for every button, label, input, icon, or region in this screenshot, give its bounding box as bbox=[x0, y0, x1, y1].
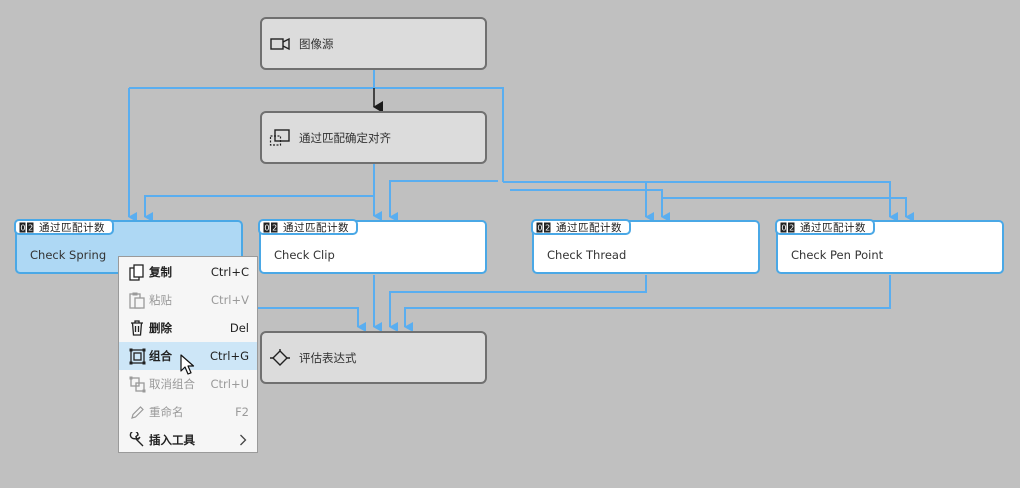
wire-source-bus bbox=[128, 70, 504, 216]
ungroup-icon bbox=[128, 375, 146, 393]
wire-source-clip bbox=[503, 181, 654, 222]
svg-text:0: 0 bbox=[781, 223, 786, 232]
menu-item-ungroup[interactable]: 取消组合 Ctrl+U bbox=[119, 370, 257, 398]
menu-item-copy[interactable]: 复制 Ctrl+C bbox=[119, 258, 257, 286]
camera-icon bbox=[269, 35, 291, 53]
expression-icon bbox=[269, 348, 291, 367]
wire-align-spring bbox=[144, 195, 374, 222]
svg-text:2: 2 bbox=[272, 223, 277, 232]
menu-item-paste[interactable]: 粘贴 Ctrl+V bbox=[119, 286, 257, 314]
svg-text:0: 0 bbox=[264, 223, 269, 232]
wire-thread-eval bbox=[389, 275, 647, 332]
wire-spring-eval bbox=[258, 307, 366, 332]
tool-name: Check Clip bbox=[274, 248, 335, 262]
svg-text:2: 2 bbox=[545, 223, 550, 232]
menu-item-rename[interactable]: 重命名 F2 bbox=[119, 398, 257, 426]
context-menu[interactable]: 复制 Ctrl+C 粘贴 Ctrl+V 删除 Del 组合 Ctrl+G 取消组… bbox=[118, 256, 258, 453]
svg-text:2: 2 bbox=[28, 223, 33, 232]
wire-align-pen bbox=[662, 197, 914, 222]
tool-name: Check Spring bbox=[30, 248, 107, 262]
image-source-label: 图像源 bbox=[299, 36, 334, 51]
svg-text:2: 2 bbox=[789, 223, 794, 232]
wire-pen-eval bbox=[404, 275, 891, 332]
wire-source-pen bbox=[646, 181, 898, 222]
image-source-node[interactable]: 图像源 bbox=[260, 17, 487, 70]
wrench-icon bbox=[128, 431, 146, 449]
paste-icon bbox=[128, 291, 146, 309]
chevron-right-icon bbox=[235, 432, 251, 448]
evaluate-expression-node[interactable]: 评估表达式 bbox=[260, 331, 487, 384]
tool-name: Check Pen Point bbox=[791, 248, 884, 262]
svg-text:0: 0 bbox=[20, 223, 25, 232]
menu-item-delete[interactable]: 删除 Del bbox=[119, 314, 257, 342]
group-icon bbox=[128, 347, 146, 365]
menu-item-insert-tool[interactable]: 插入工具 bbox=[119, 426, 257, 454]
pencil-icon bbox=[128, 403, 146, 421]
align-label: 通过匹配确定对齐 bbox=[299, 130, 391, 145]
mouse-cursor-icon bbox=[180, 354, 195, 375]
wire-align-clip bbox=[389, 180, 498, 222]
copy-icon bbox=[128, 263, 146, 281]
tool-name: Check Thread bbox=[547, 248, 627, 262]
align-node[interactable]: 通过匹配确定对齐 bbox=[260, 111, 487, 164]
svg-text:0: 0 bbox=[537, 223, 542, 232]
wire-align-thread bbox=[510, 189, 670, 222]
align-icon bbox=[269, 128, 291, 147]
trash-icon bbox=[128, 319, 146, 337]
evaluate-expression-label: 评估表达式 bbox=[299, 350, 357, 365]
